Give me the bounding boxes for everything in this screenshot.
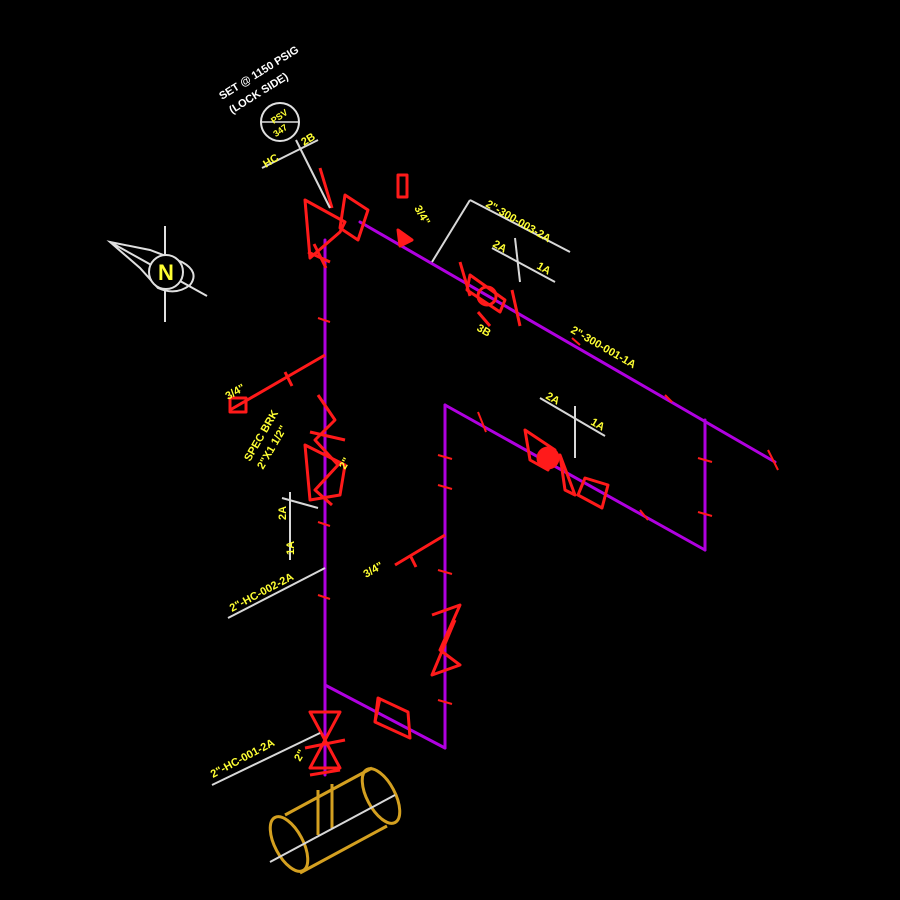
spec-sub-2-label: 2" <box>337 456 353 472</box>
vent-valve <box>396 173 414 248</box>
leader-lines <box>211 199 606 786</box>
pipe-network <box>323 220 777 777</box>
bottom-lateral-pipe <box>323 683 447 750</box>
riser-check-valve <box>303 394 347 507</box>
weld-ticks <box>317 317 779 705</box>
spec-2a-label: 2A <box>277 506 289 520</box>
lateral-valve <box>523 428 610 510</box>
north-circle <box>148 254 184 290</box>
spec-1a-label: 1A <box>285 541 297 555</box>
header-pipe <box>268 766 402 875</box>
branch-valve <box>458 261 522 327</box>
north-arrow: N <box>106 226 208 322</box>
bottom-check-valve <box>373 696 412 740</box>
second-riser-valve <box>430 603 462 677</box>
bottom-gate-valve <box>304 710 346 777</box>
bottom-size-label: 2" <box>292 748 308 764</box>
left-branch <box>228 353 326 414</box>
relief-valve <box>303 167 370 269</box>
north-letter: N <box>158 260 174 285</box>
mid-branch <box>394 533 446 568</box>
psv-instrument: PSV 347 <box>260 102 331 209</box>
second-lateral-pipe <box>443 403 707 552</box>
fittings <box>228 167 779 777</box>
